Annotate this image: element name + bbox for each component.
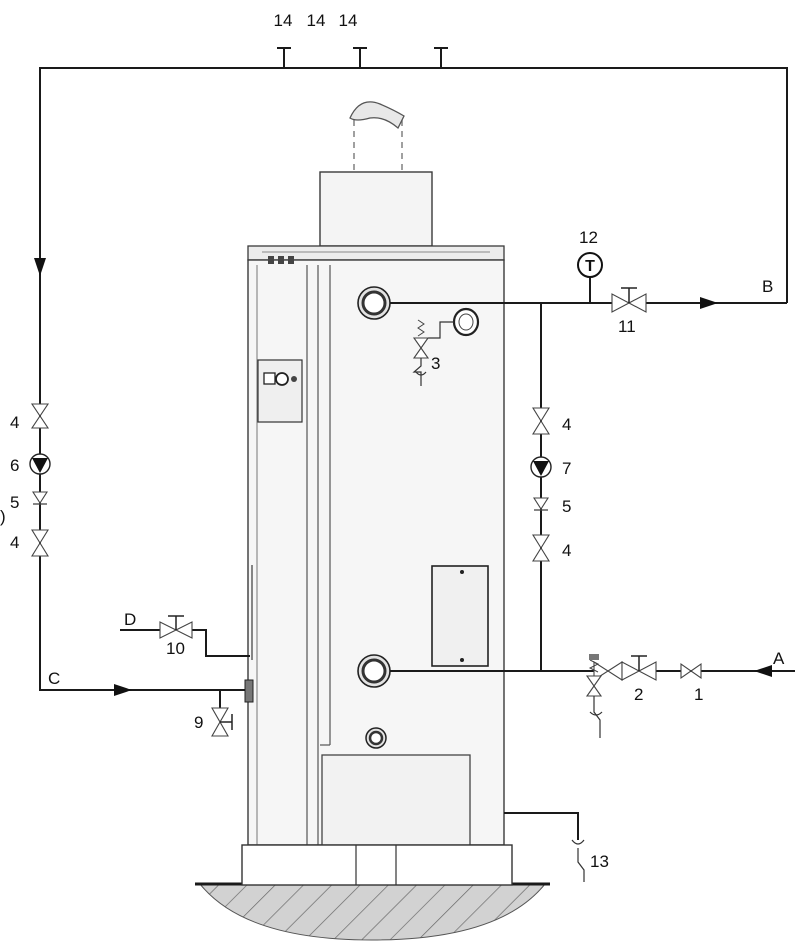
control-switch [263, 372, 276, 385]
inlet-valve[interactable] [680, 662, 702, 680]
gate-valve-right-bottom[interactable] [532, 534, 550, 562]
inspection-panel [431, 565, 489, 667]
label-valve-left-bottom: 4 [10, 533, 19, 552]
gate-valve-right-top[interactable] [532, 407, 550, 435]
drain-valve[interactable] [211, 707, 233, 737]
inlet-relief-valve[interactable] [585, 654, 603, 738]
label-valve-left-top: 4 [10, 413, 19, 432]
label-point-b: B [762, 277, 773, 296]
label-drain-valve: 9 [194, 713, 203, 732]
burner-cover [321, 754, 471, 846]
check-valve-right[interactable] [532, 497, 550, 511]
flow-arrows [34, 258, 772, 696]
piping [39, 47, 795, 840]
label-valve-d: 10 [166, 639, 185, 658]
hot-outlet-port [357, 286, 391, 320]
control-indicator [291, 376, 297, 382]
label-inlet-valve: 1 [694, 685, 703, 704]
pump-right[interactable] [530, 456, 552, 478]
label-vent-3: 14 [339, 11, 358, 30]
label-valve-right-bottom: 4 [562, 541, 571, 560]
cold-inlet-port [357, 654, 391, 688]
top-cap [247, 245, 505, 261]
label-pump-left: 6 [10, 456, 19, 475]
label-check-left: 5 [10, 493, 19, 512]
gate-valve-left-bottom[interactable] [31, 529, 49, 557]
gate-valve-left-top[interactable] [30, 403, 50, 429]
label-point-a: A [773, 649, 785, 668]
base-plinth [241, 844, 513, 886]
drain-port [365, 727, 387, 749]
thermometer-glyph: T [585, 258, 595, 275]
arrow-a-left [754, 665, 772, 677]
label-inlet-combo: 2 [634, 685, 643, 704]
label-condensate-drain: 13 [590, 852, 609, 871]
arrow-left-down [34, 258, 46, 276]
check-valve-left[interactable] [31, 491, 49, 505]
arrow-c-right [114, 684, 132, 696]
draft-hood [319, 171, 433, 247]
water-heater [241, 101, 513, 886]
inlet-combination-valve[interactable] [593, 655, 657, 682]
label-valve-right-top: 4 [562, 415, 571, 434]
label-thermometer: 12 [579, 228, 598, 247]
label-check-right: 5 [562, 497, 571, 516]
label-left-edge-mark: ) [0, 507, 6, 526]
labels: 14 14 14 B A C D 12 11 3 4 6 5 ) 4 4 7 5… [0, 11, 785, 871]
control-knob [275, 372, 289, 386]
floor [195, 882, 550, 941]
side-fitting [244, 679, 254, 703]
arrow-b-right [700, 297, 718, 309]
label-vent-1: 14 [274, 11, 293, 30]
thermometer: T [577, 252, 603, 278]
relief-valve-port [452, 307, 480, 337]
label-relief-valve: 3 [431, 354, 440, 373]
label-point-c: C [48, 669, 60, 688]
label-point-d: D [124, 610, 136, 629]
flue-pipe [353, 120, 403, 172]
pump-left[interactable] [29, 453, 51, 475]
outlet-valve[interactable] [611, 287, 647, 313]
condensate-drain [571, 839, 585, 882]
valve-d[interactable] [159, 615, 193, 639]
label-outlet-valve: 11 [618, 317, 636, 336]
control-panel [257, 359, 303, 423]
flue-elbow [349, 101, 405, 130]
relief-valve[interactable] [412, 319, 454, 386]
label-vent-2: 14 [307, 11, 326, 30]
label-pump-right: 7 [562, 459, 571, 478]
